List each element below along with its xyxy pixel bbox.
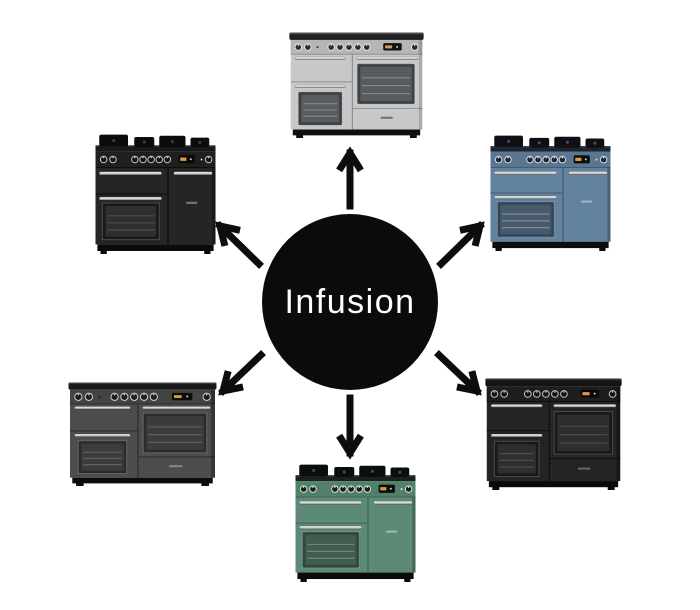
arrow-upper-right xyxy=(436,221,485,269)
arrow-lower-right xyxy=(434,350,482,396)
range-cooker-black xyxy=(95,134,216,254)
range-cooker-black xyxy=(485,378,622,490)
center-label: Infusion xyxy=(284,282,416,321)
arrow-up xyxy=(336,146,364,210)
arrow-down xyxy=(336,394,364,460)
range-cooker-gunmetal-grey xyxy=(68,382,217,486)
range-cooker-stainless-steel xyxy=(289,32,424,138)
range-cooker-sage-green xyxy=(295,464,416,582)
arrow-upper-left xyxy=(215,221,264,269)
infusion-center-node: Infusion xyxy=(262,214,438,390)
arrow-lower-left xyxy=(218,350,266,396)
range-cooker-thunder-blue xyxy=(490,135,611,251)
